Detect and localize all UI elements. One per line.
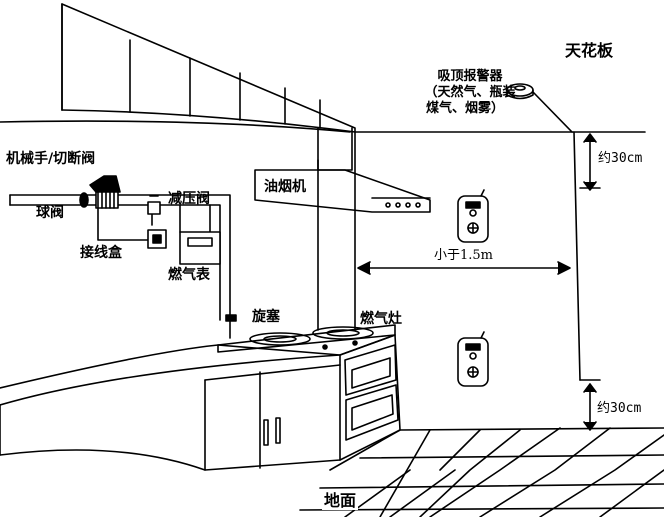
floor-label: 地面 xyxy=(322,491,359,510)
gas-meter-icon xyxy=(179,231,221,265)
hood-button-2 xyxy=(395,202,401,208)
gas-stove-icon xyxy=(217,326,396,353)
junction-box-label: 接线盒 xyxy=(80,245,122,261)
distance-top-label: 约30cm xyxy=(598,151,643,166)
lower-cabinets xyxy=(0,334,401,471)
range-hood-label: 油烟机 xyxy=(264,179,306,195)
ceiling-alarm-line2: （天然气、瓶装 xyxy=(424,85,516,100)
hood-button-1 xyxy=(385,202,391,208)
hood-button-4 xyxy=(415,202,421,208)
pressure-valve-icon xyxy=(147,195,161,215)
plug-valve-label: 旋塞 xyxy=(252,309,280,325)
junction-box-icon xyxy=(147,229,167,249)
range-hood xyxy=(254,127,431,213)
robot-valve-icon xyxy=(89,175,121,209)
ceiling-alarm-title: 吸顶报警器 xyxy=(437,69,503,84)
distance-bottom-label: 约30cm xyxy=(597,401,642,416)
vertical-measure xyxy=(573,131,601,431)
ceiling-alarm-line3: 煤气、烟雾） xyxy=(425,101,504,116)
upper-cabinets xyxy=(61,3,356,133)
wall-detector-lower-icon xyxy=(457,331,489,387)
distance-arrow xyxy=(357,261,571,275)
ball-valve-icon xyxy=(79,192,89,208)
hood-button-3 xyxy=(405,202,411,208)
countertop xyxy=(0,324,396,456)
ceiling-alarm-icon xyxy=(506,83,573,133)
plug-valve-icon xyxy=(225,314,237,339)
ball-valve-label: 球阀 xyxy=(36,205,64,221)
gas-meter-label: 燃气表 xyxy=(168,267,210,283)
wall-detector-upper-icon xyxy=(457,189,489,243)
distance-less-label: 小于1.5m xyxy=(434,248,494,263)
pressure-valve-label: 减压阀 xyxy=(168,191,210,207)
room-outline xyxy=(0,120,646,331)
robot-valve-label: 机械手/切断阀 xyxy=(6,151,96,167)
gas-stove-label: 燃气灶 xyxy=(360,311,402,327)
ceiling-label: 天花板 xyxy=(565,41,614,60)
floor-tiles xyxy=(299,427,664,517)
